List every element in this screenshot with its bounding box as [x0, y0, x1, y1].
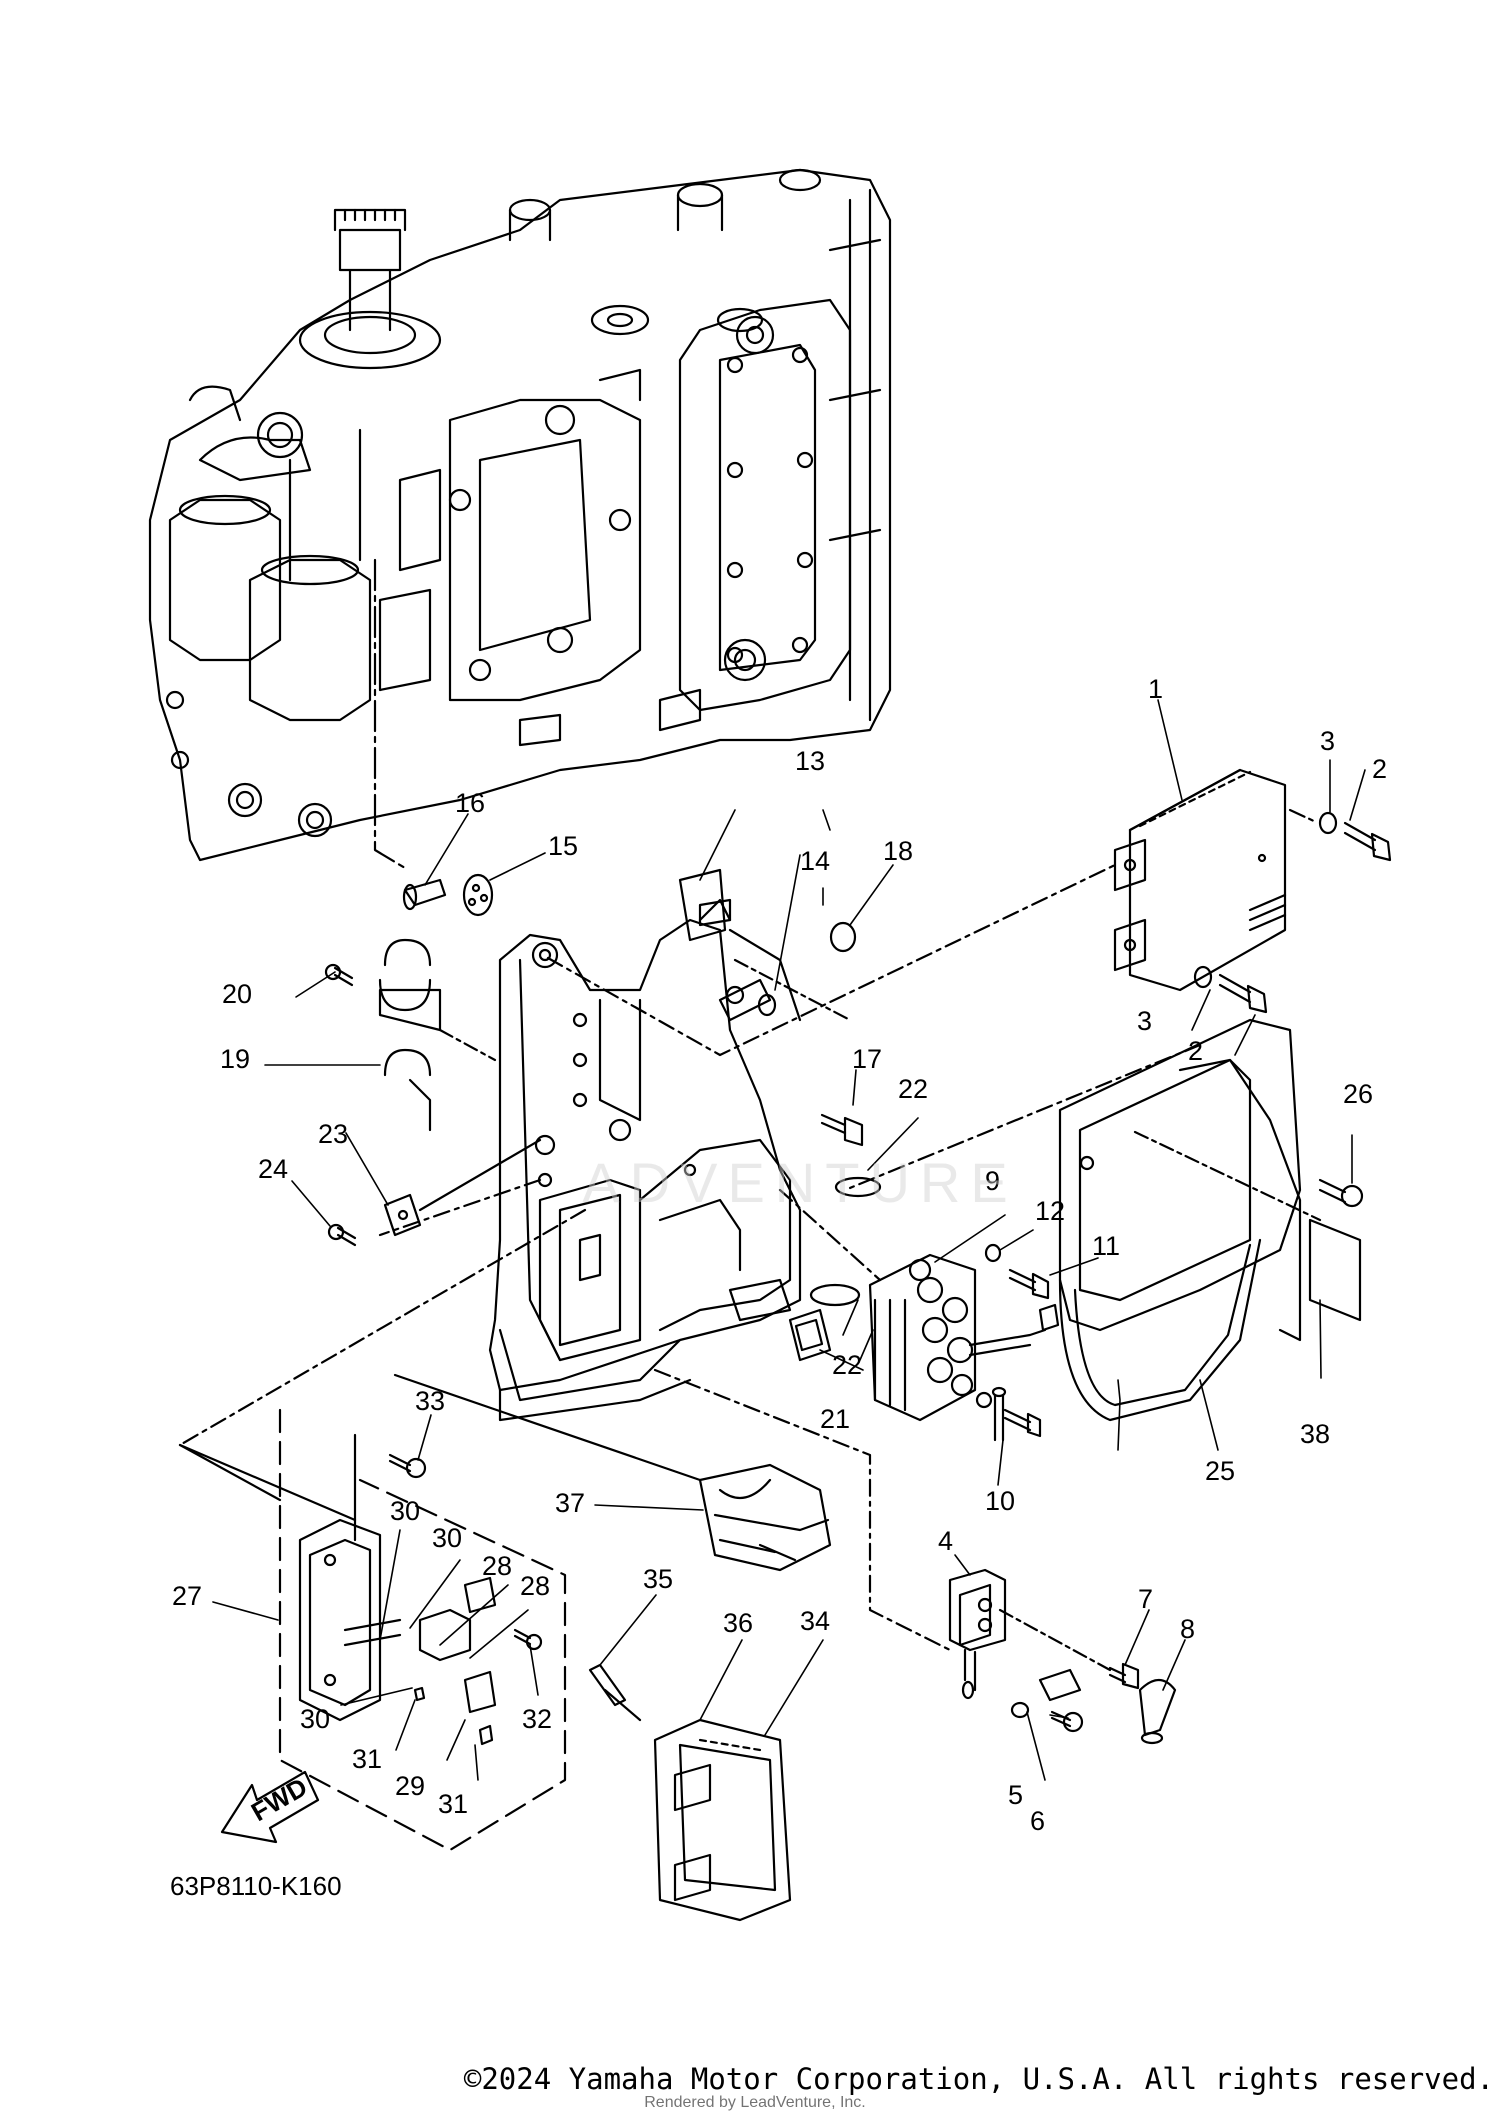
- electrical-bracket: [488, 898, 802, 1422]
- callout-21: 21: [820, 1404, 850, 1434]
- callout-13: 13: [795, 746, 825, 776]
- engine-block: [148, 168, 892, 870]
- callout-30c: 30: [300, 1704, 330, 1734]
- callout-19: 19: [220, 1044, 250, 1074]
- callout-11: 11: [1092, 1231, 1120, 1261]
- callout-28: 28: [482, 1551, 512, 1581]
- part-19-20-clamps: [324, 938, 497, 1132]
- part-34-36: [588, 1663, 792, 1922]
- callout-17: 17: [852, 1044, 882, 1074]
- callout-7: 7: [1138, 1584, 1153, 1614]
- callout-15: 15: [548, 831, 578, 861]
- fwd-label: FWD: [246, 1772, 312, 1828]
- part-13-18-fasteners: [402, 868, 864, 1147]
- part-37-cover: [698, 1463, 832, 1572]
- part-4-8-coil: [948, 1568, 1177, 1745]
- callout-16: 16: [455, 788, 485, 818]
- callout-14: 14: [800, 846, 830, 876]
- part-27-subassembly: [178, 1408, 567, 1852]
- callout-1: 1: [1148, 674, 1163, 704]
- callout-25: 25: [1205, 1456, 1235, 1486]
- part-21-22-clips: [788, 1176, 882, 1362]
- assembly-leaders: [178, 863, 1202, 1652]
- callout-5: 5: [1008, 1780, 1023, 1810]
- leader-37: [393, 1373, 702, 1482]
- leader-to-33: [178, 1443, 357, 1522]
- callout-36: 36: [723, 1608, 753, 1638]
- callout-10: 10: [985, 1486, 1015, 1516]
- callout-27: 27: [172, 1581, 202, 1611]
- callout-23: 23: [318, 1119, 348, 1149]
- copyright-notice: ©2024 Yamaha Motor Corporation, U.S.A. A…: [463, 2062, 1494, 2096]
- callout-38: 38: [1300, 1419, 1330, 1449]
- callout-20: 20: [222, 979, 252, 1009]
- callout-31b: 31: [438, 1789, 468, 1819]
- drawing-code: 63P8110-K160: [170, 1871, 342, 1901]
- callout-22b: 22: [832, 1350, 862, 1380]
- callout-2b: 2: [1188, 1036, 1203, 1066]
- callout-26: 26: [1343, 1079, 1373, 1109]
- callout-12: 12: [1035, 1196, 1065, 1226]
- part-10-12-fasteners: [975, 1243, 1050, 1442]
- callout-3: 3: [1320, 726, 1335, 756]
- callout-18: 18: [883, 836, 913, 866]
- callout-28b: 28: [520, 1571, 550, 1601]
- callout-24: 24: [258, 1154, 288, 1184]
- render-note: Rendered by LeadVenture, Inc.: [644, 2094, 866, 2111]
- callout-6: 6: [1030, 1806, 1045, 1836]
- callout-31: 31: [352, 1744, 382, 1774]
- callout-30b: 30: [432, 1523, 462, 1553]
- part-1-module: [1113, 768, 1287, 992]
- part-9-rectifier: [868, 1253, 1060, 1422]
- callout-37: 37: [555, 1488, 585, 1518]
- callout-9: 9: [985, 1166, 1000, 1196]
- part-2-3-bolts: [1193, 808, 1392, 1014]
- part-23-24: [327, 1138, 542, 1247]
- callout-leaders: [212, 699, 1366, 1781]
- part-25-cover: [1058, 1018, 1362, 1422]
- callout-4: 4: [938, 1526, 953, 1556]
- callout-30: 30: [390, 1496, 420, 1526]
- callout-32: 32: [522, 1704, 552, 1734]
- callout-29: 29: [395, 1771, 425, 1801]
- callout-2: 2: [1372, 754, 1387, 784]
- callout-33: 33: [415, 1386, 445, 1416]
- callout-3b: 3: [1137, 1006, 1152, 1036]
- callout-35: 35: [643, 1564, 673, 1594]
- callout-22: 22: [898, 1074, 928, 1104]
- callout-8: 8: [1180, 1614, 1195, 1644]
- part-26-screw: [1318, 1178, 1364, 1208]
- fwd-arrow: [220, 1770, 320, 1844]
- watermark: ADVENTURE: [582, 1151, 1018, 1214]
- part-38-label: [1308, 1218, 1362, 1322]
- callout-numbers: 1 2 3 2 3 4 5 6 7 8 9 10 11 12 13 14 15 …: [172, 674, 1387, 1836]
- callout-34: 34: [800, 1606, 830, 1636]
